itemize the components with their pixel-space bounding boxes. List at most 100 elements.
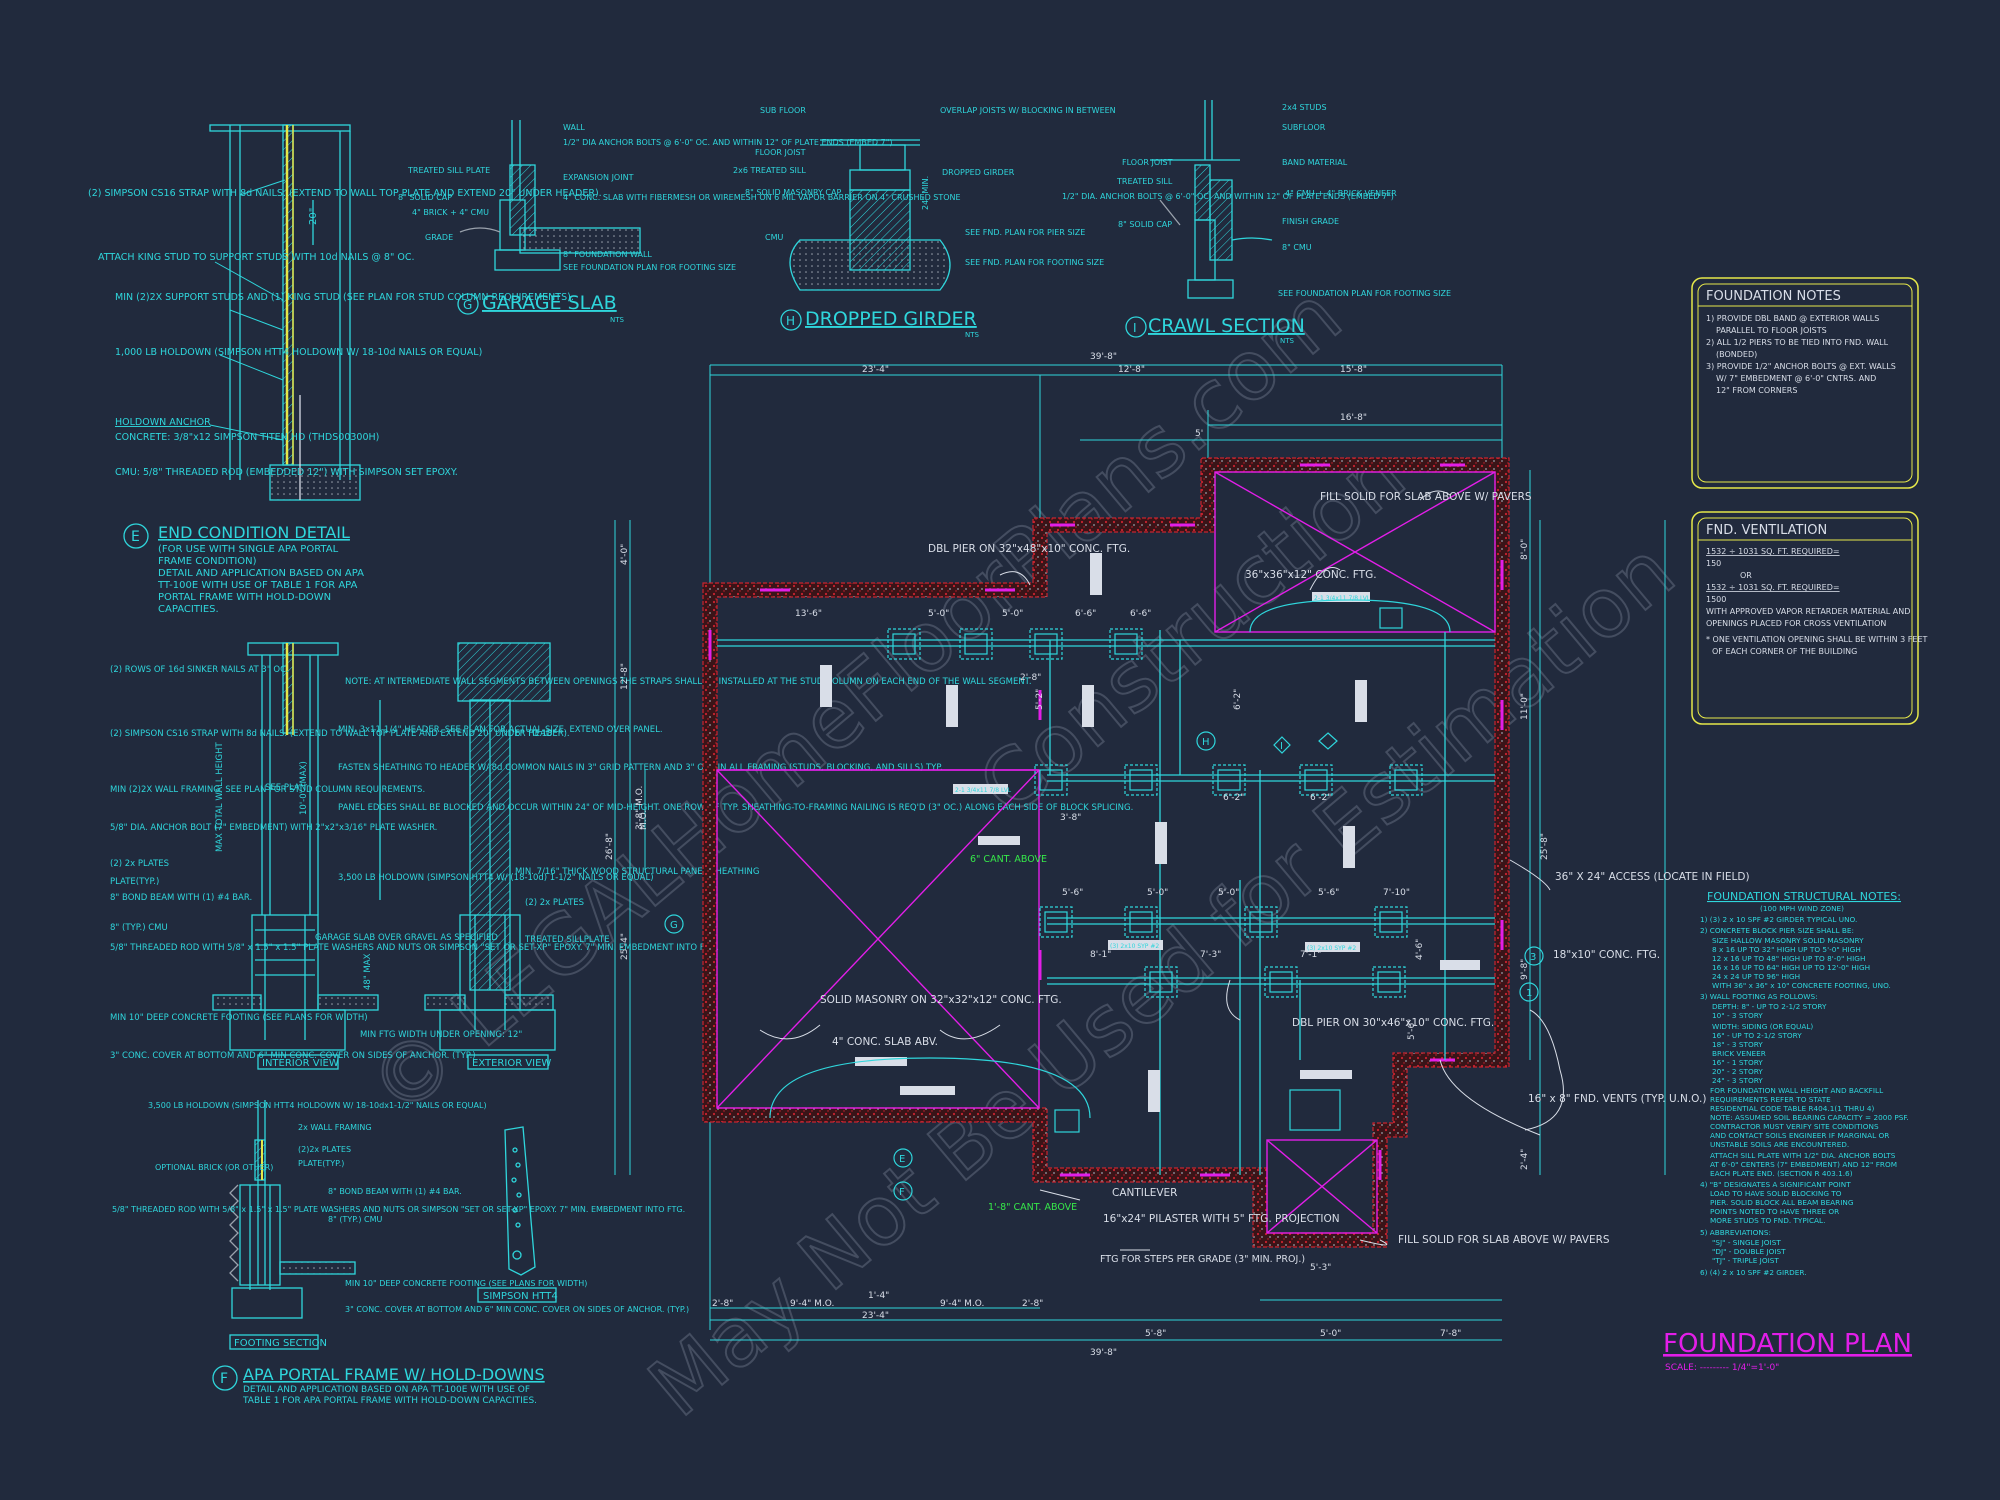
detail-marker-h <box>780 309 802 331</box>
dim-bottom-1: 2'-8" <box>712 1299 733 1309</box>
dropped-girder-detail <box>789 139 951 291</box>
end-condition-dim: 20" <box>308 208 319 225</box>
dim-right-3: 9'-8" <box>1520 959 1530 980</box>
end-label-strap: (2) SIMPSON CS16 STRAP WITH 8d NAILS. (E… <box>88 188 602 199</box>
sn-1: 1) (3) 2 x 10 SPF #2 GIRDER TYPICAL UNO. <box>1700 915 1857 924</box>
cs-label-9: FINISH GRADE <box>1282 217 1339 226</box>
dim-int-20: 5'-6" <box>1407 1019 1417 1040</box>
girder-lines <box>717 630 1495 1175</box>
fs-label-6: 8" BOND BEAM WITH (1) #4 BAR. <box>328 1187 462 1196</box>
fn-note-5: 3) PROVIDE 1/2" ANCHOR BOLTS @ EXT. WALL… <box>1706 362 1896 371</box>
sn-7: 24 x 24 UP TO 96" HIGH <box>1712 972 1800 981</box>
pf-rlabel-5: 3,500 LB HOLDOWN (SIMPSON HTT4 W/ (18-10… <box>338 873 654 883</box>
detail-marker-e-label: E <box>131 529 140 545</box>
crawl-section-labels: 2x4 STUDS SUBFLOOR FLOOR JOIST BAND MATE… <box>1062 103 1451 298</box>
callout-conc-slab: 4" CONC. SLAB ABV. <box>832 1036 938 1048</box>
beam-tag-1: 2-1 3/4x11 7/8 LVL <box>955 787 1012 794</box>
dim-int-5: 6'-6" <box>1130 609 1151 619</box>
pf-rlabel-13: MAX TOTAL WALL HEIGHT <box>215 741 225 852</box>
dim-left-overall: 26'-8" <box>605 833 615 860</box>
plan-title-block: FOUNDATION PLAN SCALE: --------- 1/4"=1'… <box>1663 1329 1912 1373</box>
pf-rlabel-9: GARAGE SLAB OVER GRAVEL AS SPECIFIED <box>315 933 498 943</box>
sn-10: DEPTH: 8" - UP TO 2-1/2 STORY <box>1712 1002 1827 1011</box>
gs-label-9: 8" FOUNDATION WALL <box>563 250 652 259</box>
dim-int-6: 6'-2" <box>1223 793 1244 803</box>
plan-title: FOUNDATION PLAN <box>1663 1329 1912 1359</box>
gs-label-8: 4" CONC. SLAB WITH FIBERMESH OR WIREMESH… <box>563 193 961 202</box>
sn-14: 18" - 3 STORY <box>1712 1040 1763 1049</box>
footing-section-label: FOOTING SECTION <box>234 1338 327 1349</box>
portal-frame-title: APA PORTAL FRAME W/ HOLD-DOWNS <box>243 1365 545 1384</box>
footing-section-labels: 3,500 LB HOLDOWN (SIMPSON HTT4 HOLDOWN W… <box>112 1101 689 1349</box>
crawl-section-detail <box>1150 100 1273 299</box>
end-label-anchor: HOLDOWN ANCHOR <box>115 417 211 428</box>
sn-37: "TJ" - TRIPLE JOIST <box>1712 1256 1779 1265</box>
garage-slab-scale: NTS <box>610 316 625 324</box>
end-note-6: CAPACITIES. <box>158 604 219 615</box>
fs-label-2: 2x WALL FRAMING <box>298 1123 372 1132</box>
pf-label-2: (2) SIMPSON CS16 STRAP WITH 8d NAILS. (E… <box>110 729 570 739</box>
sn-32: POINTS NOTED TO HAVE THREE OR <box>1710 1207 1839 1216</box>
sn-30: LOAD TO HAVE SOLID BLOCKING TO <box>1710 1189 1842 1198</box>
dg-label-8: SEE FND. PLAN FOR PIER SIZE <box>965 228 1085 237</box>
sn-20: REQUIREMENTS REFER TO STATE <box>1710 1095 1831 1104</box>
pf-rlabel-3: FASTEN SHEATHING TO HEADER W/ 8d COMMON … <box>338 763 943 773</box>
end-note-2: FRAME CONDITION) <box>158 556 257 567</box>
sn-17: 20" - 2 STORY <box>1712 1067 1763 1076</box>
gs-label-7: GRADE <box>425 233 453 242</box>
detail-marker-g-label: G <box>463 298 472 312</box>
callout-access: 36" X 24" ACCESS (LOCATE IN FIELD) <box>1555 871 1750 883</box>
dim-int-2: 5'-0" <box>928 609 949 619</box>
simpson-label: SIMPSON HTT4 <box>483 1291 558 1302</box>
callout-vents: 16" x 8" FND. VENTS (TYP. U.N.O.) <box>1528 1093 1706 1105</box>
sn-16: 16" - 1 STORY <box>1712 1058 1763 1067</box>
dim-top-left: 23'-4" <box>862 365 889 375</box>
crawl-section-title: CRAWL SECTION <box>1148 315 1305 337</box>
dim-int-17: 2'-8" <box>1020 673 1041 683</box>
pf-rlabel-6: MIN. 7/16" THICK WOOD STRUCTURAL PANEL S… <box>515 867 759 877</box>
fn-note-1: 1) PROVIDE DBL BAND @ EXTERIOR WALLS <box>1706 314 1879 323</box>
dg-label-3: FLOOR JOIST <box>755 148 806 157</box>
dg-label-4: 2x6 TREATED SILL <box>733 166 806 175</box>
fs-label-1: 3,500 LB HOLDOWN (SIMPSON HTT4 HOLDOWN W… <box>148 1101 487 1110</box>
plan-leaders <box>759 490 1564 1251</box>
dg-label-6: 8" SOLID MASONRY CAP <box>745 188 841 197</box>
cs-label-2: SUBFLOOR <box>1282 123 1326 132</box>
end-condition-title: END CONDITION DETAIL <box>158 523 350 542</box>
portal-frame-title-block: F APA PORTAL FRAME W/ HOLD-DOWNS DETAIL … <box>212 1365 545 1406</box>
dim-bottom-left: 23'-4" <box>862 1311 889 1321</box>
watermark: © LEGALHomeFloorPlans.com Construction M… <box>351 267 1694 1436</box>
cs-label-5: TREATED SILL <box>1116 177 1173 186</box>
dim-left-4: 3'-8" M.O. <box>635 786 645 830</box>
cs-label-11: SEE FOUNDATION PLAN FOR FOOTING SIZE <box>1278 289 1451 298</box>
callout-fill-solid-top: FILL SOLID FOR SLAB ABOVE W/ PAVERS <box>1320 491 1532 503</box>
fv-note-3: OR <box>1740 571 1752 580</box>
pf-rlabel-2: MIN. 3x11-1/4" HEADER. SEE PLAN FOR ACTU… <box>338 725 663 735</box>
dg-label-5: DROPPED GIRDER <box>942 168 1015 177</box>
pf-label-5: (2) 2x PLATES <box>110 859 169 869</box>
fs-label-7: 8" (TYP.) CMU <box>328 1215 382 1224</box>
dim-bottom-5: 5'-0" <box>1320 1329 1341 1339</box>
callout-cant-above-1: 1'-8" CANT. ABOVE <box>988 1202 1077 1213</box>
sn-18: 24" - 3 STORY <box>1712 1076 1763 1085</box>
dim-int-13: 8'-1" <box>1090 950 1111 960</box>
footing-section-detail <box>229 1100 557 1350</box>
gs-label-3: EXPANSION JOINT <box>563 173 634 182</box>
fn-note-7: 12" FROM CORNERS <box>1716 386 1797 395</box>
dim-top-right: 15'-8" <box>1340 365 1367 375</box>
pf-rlabel-7: (2) 2x PLATES <box>525 898 584 908</box>
crawl-section-title-block: I CRAWL SECTION NTS <box>1125 315 1305 345</box>
cs-label-10: 8" CMU <box>1282 243 1312 252</box>
dim-top-right-inner: 16'-8" <box>1340 413 1367 423</box>
sn-15: BRICK VENEER <box>1712 1049 1766 1058</box>
dropped-girder-title: DROPPED GIRDER <box>805 308 977 330</box>
pf-label-8: 8" (TYP.) CMU <box>110 923 168 933</box>
dim-int-9: 5'-6" <box>1318 888 1339 898</box>
sn-27: AT 6'-0" CENTERS (7" EMBEDMENT) AND 12" … <box>1710 1160 1897 1169</box>
cs-label-6: 1/2" DIA. ANCHOR BOLTS @ 6'-0" OC. AND W… <box>1062 192 1394 201</box>
fs-label-10: 3" CONC. COVER AT BOTTOM AND 6" MIN CONC… <box>345 1305 689 1314</box>
dim-bottom-6: 7'-8" <box>1440 1329 1461 1339</box>
foundation-wall-outline <box>703 458 1509 1247</box>
detail-marker-f-label: F <box>220 1371 228 1387</box>
